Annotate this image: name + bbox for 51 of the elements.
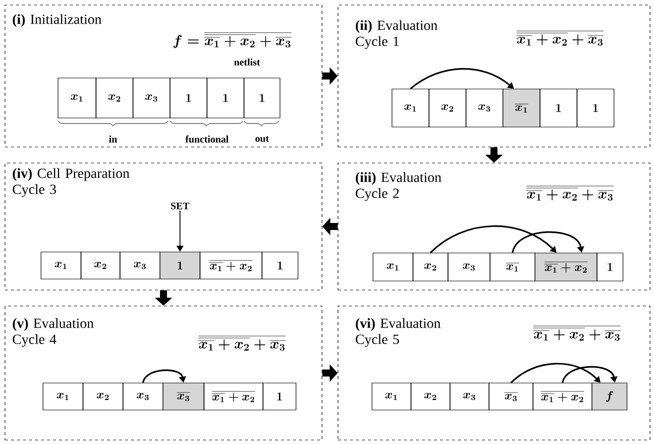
memory-cell: $x_3$ (132, 78, 170, 118)
memory-cell: $x_2$ (96, 78, 134, 118)
group-label: in (109, 136, 118, 142)
memory-cell: $1$ (160, 252, 200, 280)
group-label: out (255, 136, 269, 142)
panel-title: (ii) Evaluation Cycle 1 (356, 20, 438, 49)
memory-cell: $1$ (262, 382, 296, 410)
boolean-formula: $\overline{\overline{\overline{x_1}+x_2}+\overline{x_3}}$ (533, 326, 621, 341)
memory-cell: $x_1$ (40, 252, 82, 280)
panel-title: (vi) Evaluation Cycle 5 (356, 318, 441, 347)
boolean-formula: $f=\overline{\overline{\overline{x_1}+x_2}+\overline{x_3}}$ (174, 32, 292, 48)
memory-cell: $x_1$ (392, 88, 430, 128)
memory-cell: $1$ (170, 78, 208, 118)
panel-title: (v) Evaluation Cycle 4 (12, 318, 94, 347)
arrow (410, 68, 514, 90)
memory-cell: $\overline{x_1}$ (502, 88, 540, 128)
memory-cell: $1$ (262, 252, 298, 280)
boolean-formula: $\overline{\overline{\overline{x_1}+x_2}+\overline{x_3}}$ (198, 336, 286, 351)
arrow (562, 366, 618, 383)
memory-cell: $\overline{\overline{x_1}+x_2}$ (200, 252, 262, 280)
memory-cell: $x_2$ (82, 382, 124, 410)
panel-title: (i) Initialization (12, 14, 102, 27)
memory-cell: $\overline{x_3}$ (162, 382, 204, 410)
memory-cell: $1$ (576, 88, 614, 128)
panel-title: (iii) Evaluation Cycle 2 (356, 172, 442, 201)
memory-cell: $1$ (244, 78, 280, 118)
boolean-formula: $\overline{\overline{\overline{x_1}+x_2}+\overline{x_3}}$ (526, 186, 614, 201)
memory-cell: $x_2$ (428, 88, 466, 128)
group-label: functional (185, 135, 228, 143)
memory-cell: $f$ (592, 382, 628, 410)
memory-cell: $1$ (206, 78, 244, 118)
memory-cell: $x_2$ (410, 382, 450, 410)
group-label: netlist (234, 58, 260, 66)
panel-title: (iv) Cell Preparation Cycle 3 (12, 168, 130, 197)
memory-cell: $\overline{x_3}$ (488, 382, 534, 410)
memory-cell: $\overline{\overline{x_1}+x_2}$ (534, 252, 598, 282)
memory-cell: $x_2$ (80, 252, 120, 280)
memory-cell: $\overline{\overline{x_1}+x_2}$ (204, 382, 264, 410)
memory-cell: $x_1$ (372, 382, 412, 410)
boolean-formula: $\overline{\overline{\overline{x_1}+x_2}+\overline{x_3}}$ (516, 31, 604, 46)
memory-cell: $1$ (596, 252, 624, 282)
memory-cell: $x_1$ (42, 382, 84, 410)
memory-cell: $x_3$ (450, 382, 490, 410)
memory-cell: $x_3$ (448, 252, 490, 282)
memory-cell: $x_1$ (58, 78, 96, 118)
memory-cell: $x_1$ (372, 252, 414, 282)
arrow (142, 369, 186, 383)
set-label: SET (171, 202, 190, 210)
memory-cell: $x_2$ (412, 252, 448, 282)
memory-cell: $1$ (540, 88, 578, 128)
arrow (512, 231, 584, 253)
